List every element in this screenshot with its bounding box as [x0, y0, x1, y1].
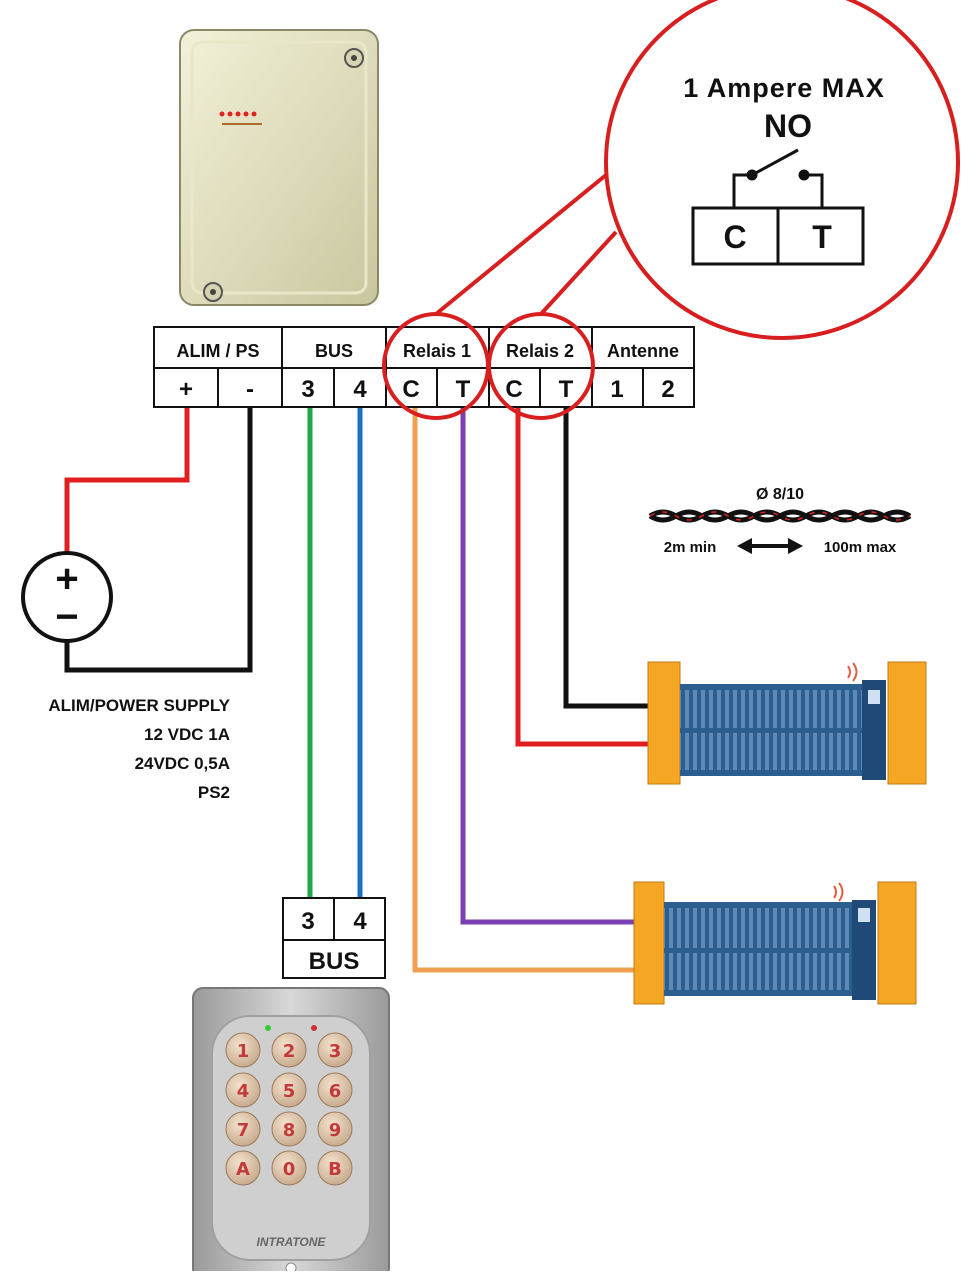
- wire-power-positive: [64, 405, 190, 560]
- key-2: 2: [283, 1041, 296, 1062]
- pin-plus: +: [179, 376, 193, 403]
- pin-bus-4: 4: [353, 376, 367, 403]
- pin-antenne-2: 2: [661, 376, 674, 403]
- wire-relay2-c: [515, 405, 648, 747]
- plus-icon: +: [55, 557, 78, 601]
- wires: [64, 405, 648, 973]
- relay-detail-pin-t: T: [812, 219, 832, 255]
- keypad-keys: 1 2 3 4 5 6 7 8 9 A 0 B: [225, 1032, 353, 1186]
- control-unit-image: [179, 29, 379, 306]
- relay-detail-pin-c: C: [723, 219, 746, 255]
- keypad-bus-label: BUS: [309, 948, 360, 975]
- group-label-relais2: Relais 2: [506, 341, 574, 361]
- relay-rating: 1 Ampere MAX: [683, 73, 885, 103]
- key-b: B: [328, 1159, 342, 1180]
- key-4: 4: [237, 1081, 250, 1102]
- power-supply-line-4: PS2: [198, 783, 230, 802]
- power-supply-label: ALIM/POWER SUPPLY 12 VDC 1A 24VDC 0,5A P…: [48, 696, 230, 802]
- twisted-pair-icon: [648, 509, 912, 523]
- pin-relay1-t: T: [456, 376, 471, 403]
- keypad-image: 1 2 3 4 5 6 7 8 9 A 0 B INTRATONE: [192, 987, 390, 1276]
- keypad-bus-pin-3: 3: [301, 908, 314, 935]
- key-9: 9: [329, 1120, 342, 1141]
- key-8: 8: [283, 1120, 296, 1141]
- status-leds: [219, 111, 262, 125]
- pin-minus: -: [246, 376, 254, 403]
- power-supply-symbol: + −: [21, 551, 113, 643]
- group-label-alim: ALIM / PS: [176, 341, 259, 361]
- group-label-bus: BUS: [315, 341, 353, 361]
- keypad-bus-terminal: 3 4 BUS: [282, 897, 386, 979]
- cable-spec: Ø 8/10 2m min 100m max: [648, 486, 912, 556]
- terminal-block: ALIM / PS BUS Relais 1 Relais 2 Antenne …: [153, 326, 695, 408]
- pin-relay1-c: C: [402, 376, 419, 403]
- key-5: 5: [283, 1081, 296, 1102]
- key-a: A: [236, 1159, 250, 1180]
- keypad-brand-logo: INTRATONE: [257, 1235, 327, 1249]
- power-supply-line-2: 12 VDC 1A: [144, 725, 230, 744]
- double-arrow-icon: [737, 538, 803, 554]
- key-1: 1: [237, 1041, 250, 1062]
- power-supply-line-3: 24VDC 0,5A: [135, 754, 230, 773]
- key-6: 6: [329, 1081, 342, 1102]
- cable-min: 2m min: [664, 539, 717, 556]
- wire-relay2-t: [563, 405, 648, 709]
- pin-bus-3: 3: [301, 376, 314, 403]
- key-7: 7: [237, 1120, 250, 1141]
- relay-detail-callout: 1 Ampere MAX NO C T: [604, 0, 960, 340]
- no-switch-symbol: [732, 148, 824, 208]
- group-label-relais1: Relais 1: [403, 341, 471, 361]
- wire-relay1-t: [460, 405, 634, 925]
- relay-contact-type: NO: [764, 108, 812, 144]
- keypad-bus-pin-4: 4: [353, 908, 367, 935]
- wireless-signal-icon: [847, 662, 858, 682]
- pin-relay2-t: T: [559, 376, 574, 403]
- cable-max: 100m max: [824, 539, 897, 556]
- wireless-signal-icon: [833, 882, 844, 902]
- key-3: 3: [329, 1041, 342, 1062]
- pin-antenne-1: 1: [610, 376, 623, 403]
- minus-icon: −: [55, 595, 78, 639]
- gate-relay1-image: [633, 881, 917, 1005]
- pin-relay2-c: C: [505, 376, 522, 403]
- cable-diameter: Ø 8/10: [756, 486, 804, 503]
- wire-power-negative: [64, 405, 253, 673]
- power-supply-line-1: ALIM/POWER SUPPLY: [48, 696, 230, 715]
- relay-highlight: [382, 173, 618, 420]
- key-0: 0: [283, 1159, 296, 1180]
- wire-relay1-c: [412, 405, 634, 973]
- group-label-antenne: Antenne: [607, 341, 679, 361]
- gate-relay2-image: [647, 661, 927, 785]
